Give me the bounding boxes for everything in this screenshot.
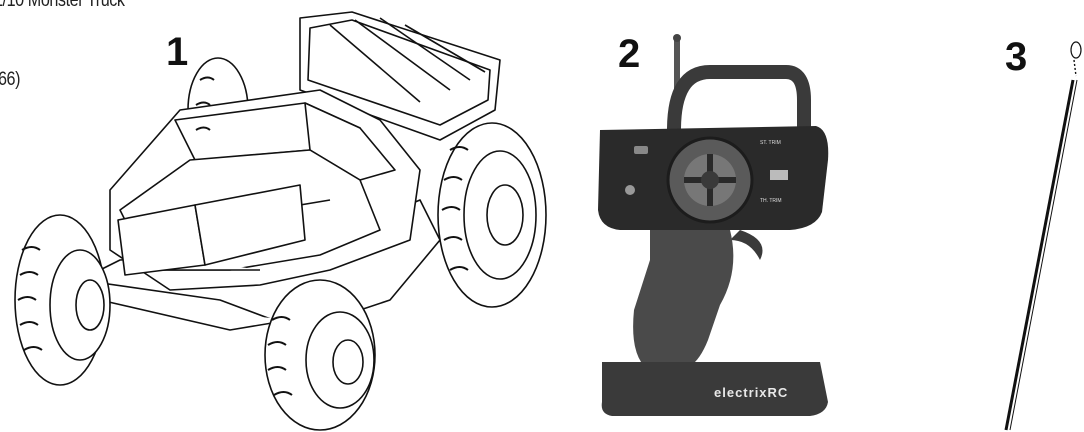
caption-part-number: 66) <box>0 69 21 90</box>
transmitter-brand-logo: electrixRC <box>714 385 788 400</box>
item-number-1: 1 <box>166 30 189 74</box>
th-trim-label: TH. TRIM <box>760 198 782 204</box>
caption-title: 1/10 Monster Truck <box>0 0 125 11</box>
item-number-2: 2 <box>618 32 641 76</box>
transmitter-icon: ST. TRIM TH. TRIM electrixRC <box>598 34 829 416</box>
antenna-tube-icon <box>1004 41 1082 431</box>
monster-truck-icon <box>14 11 547 431</box>
st-trim-label: ST. TRIM <box>760 140 781 146</box>
item-number-3: 3 <box>1005 35 1028 79</box>
